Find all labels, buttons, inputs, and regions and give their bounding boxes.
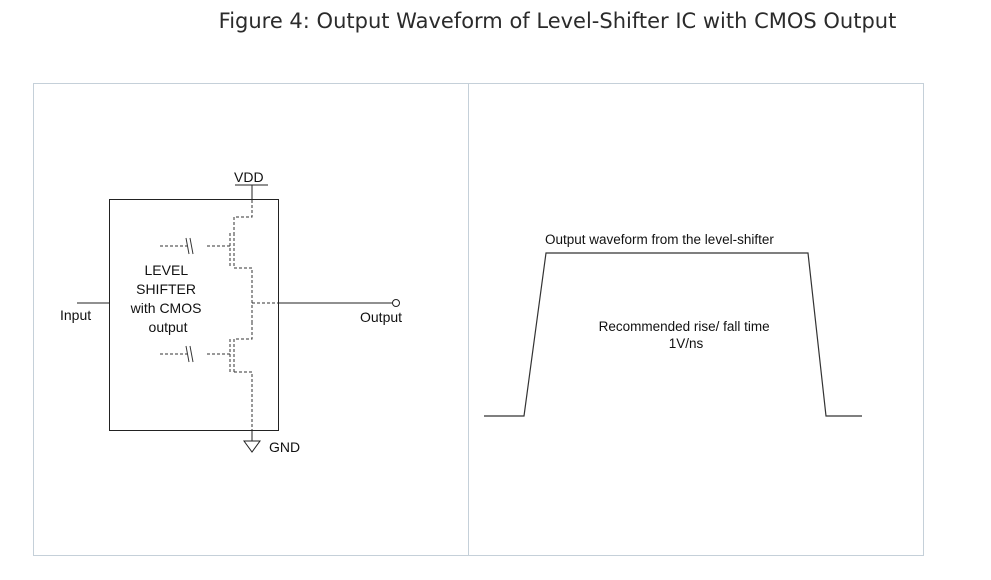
input-label: Input <box>60 307 91 323</box>
waveform-label: Output waveform from the level-shifter <box>545 232 774 247</box>
block-label-line-1: LEVEL <box>145 262 189 278</box>
panel-divider <box>468 84 469 555</box>
figure-caption: Figure 4: Output Waveform of Level-Shift… <box>218 9 897 33</box>
block-label-line-4: output <box>149 319 188 335</box>
cmos-output-stage <box>160 200 278 430</box>
ground-symbol <box>243 440 261 453</box>
output-waveform <box>484 252 862 417</box>
level-shifter-schematic: VDD <box>60 169 402 455</box>
output-label: Output <box>360 309 402 325</box>
timing-note-line-2: 1V/ns <box>669 336 704 351</box>
output-terminal <box>392 299 400 307</box>
ic-block <box>109 199 279 431</box>
figure-frame <box>33 83 924 556</box>
block-label: LEVEL SHIFTER with CMOS output <box>130 262 206 335</box>
output-waveform-panel: Output waveform from the level-shifter R… <box>484 232 862 417</box>
gnd-label: GND <box>269 439 300 455</box>
block-label-line-2: SHIFTER <box>136 281 196 297</box>
block-label-line-3: with CMOS <box>130 300 202 316</box>
vdd-label: VDD <box>234 169 264 185</box>
break-marks <box>185 237 194 363</box>
timing-note-line-1: Recommended rise/ fall time <box>599 319 770 334</box>
timing-note: Recommended rise/ fall time 1V/ns <box>599 319 774 351</box>
